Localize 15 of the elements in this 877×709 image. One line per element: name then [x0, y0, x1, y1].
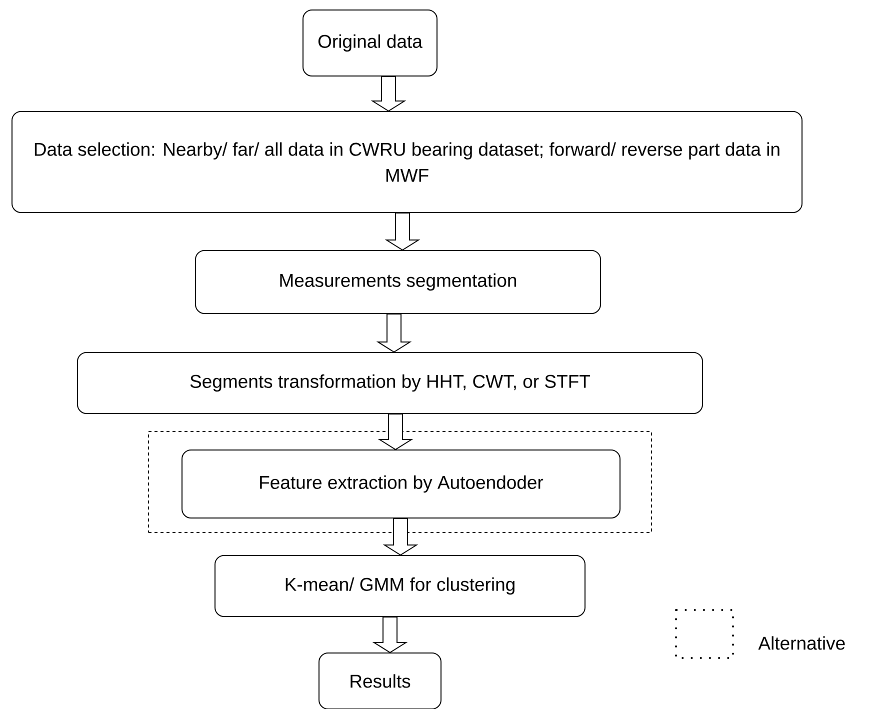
- block-arrow: [384, 212, 420, 251]
- process-box: Original data: [302, 10, 438, 76]
- process-box: Segments transformation by HHT, CWT, or STFT: [77, 352, 703, 414]
- block-arrow: [382, 518, 418, 556]
- block-arrow: [376, 314, 412, 353]
- process-box: Feature extraction by Autoendoder: [182, 450, 620, 518]
- process-box: Measurements segmentation: [195, 250, 601, 314]
- process-box: Results: [318, 652, 442, 709]
- alternative-group-box: [148, 431, 652, 533]
- block-arrow: [370, 76, 406, 112]
- block-arrow: [378, 414, 414, 450]
- block-arrow: [372, 616, 408, 654]
- process-box: Data selection: Nearby/ far/ all data in CWRU bearing dataset; forward/ reverse part data in MWF: [12, 111, 803, 213]
- legend-label: Alternative: [758, 636, 845, 650]
- process-box: K-mean/ GMM for clustering: [214, 555, 586, 617]
